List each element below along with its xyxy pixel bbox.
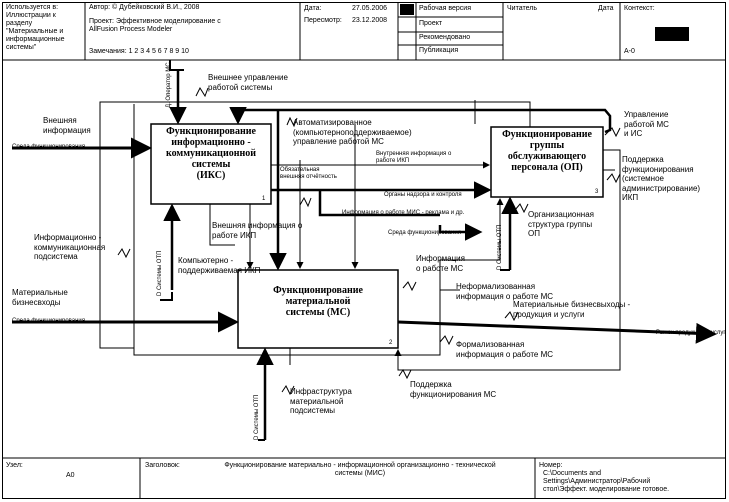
revision-label: Пересмотр: bbox=[304, 17, 342, 24]
date-label: Дата: bbox=[304, 5, 322, 12]
date-value: 27.05.2006 bbox=[352, 5, 388, 12]
used-in: Используется в: Иллюстрации к разделу "М… bbox=[6, 4, 65, 51]
label-info-comm: Информационно - коммуникационная подсист… bbox=[34, 233, 106, 261]
label-internal-info: Внутренняя информация о работе ИКП bbox=[376, 151, 452, 164]
node-ref: A-0 bbox=[624, 48, 635, 55]
label-env-1: Среда функционирования bbox=[12, 144, 86, 150]
label-infrastructure: Инфраструктура материальной подсистемы bbox=[290, 387, 352, 415]
label-env-3: Среда функционирования bbox=[12, 318, 86, 324]
label-otp-2: D Системы ОТП bbox=[254, 394, 260, 440]
status-recommended: Рекомендовано bbox=[419, 34, 471, 41]
label-operator: Д. Оператор МС bbox=[166, 62, 172, 108]
label-info-ms: Информация о работе МС bbox=[416, 254, 465, 273]
label-formal: Формализованная информация о работе МС bbox=[456, 340, 554, 359]
status-working: Рабочая версия bbox=[419, 5, 471, 12]
title-label: Заголовок: bbox=[145, 462, 180, 469]
box-iks-number: 1 bbox=[262, 196, 266, 202]
label-ext-info-ikp: Внешняя информация о работе ИКП bbox=[212, 221, 303, 240]
label-mgmt-ms: Управление работой МС и ИС bbox=[624, 110, 669, 138]
box-ms-title[interactable]: Функционирование материальной системы (М… bbox=[273, 285, 363, 318]
label-support-ikp: Поддержка функционирования (системное ад… bbox=[622, 155, 701, 202]
box-op-number: 3 bbox=[595, 189, 599, 195]
label-otp-1: D Системы ОТП bbox=[157, 250, 163, 296]
label-computer: Компьютерно - поддерживаемая ИКП bbox=[178, 256, 261, 275]
label-support-ms: Поддержка функционирования МС bbox=[410, 380, 497, 399]
label-env-2: Среда функционирования bbox=[388, 230, 462, 236]
box-ms-number: 2 bbox=[389, 340, 393, 346]
label-external-info: Внешняя информация bbox=[43, 116, 91, 135]
node-label: Узел: bbox=[6, 462, 23, 469]
number-label: Номер: bbox=[539, 462, 563, 469]
box-op-title[interactable]: Функционирование группы обслуживающего п… bbox=[502, 129, 592, 173]
number-value: C:\Documents and Settings\Администратор\… bbox=[543, 470, 670, 493]
label-material-out: Материальные бизнесвыходы - продукция и … bbox=[513, 300, 631, 319]
label-mandatory: Обязательная внешняя отчётность bbox=[280, 167, 337, 180]
label-otp-3: D Системы ОТП bbox=[497, 224, 503, 270]
label-informal: Неформализованная информация о работе МС bbox=[456, 282, 554, 301]
label-automated: Автоматизированное (компьютерноподдержив… bbox=[293, 118, 412, 146]
reader-date: Дата bbox=[598, 5, 614, 12]
context-label: Контекст: bbox=[624, 5, 655, 12]
status-publication: Публикация bbox=[419, 47, 459, 54]
label-org-structure: Организационная структура группы ОП bbox=[528, 210, 594, 238]
status-project: Проект bbox=[419, 20, 443, 27]
project: Проект: Эффективное моделирование с AllF… bbox=[89, 18, 221, 33]
author: Автор: © Дубейковский В.И., 2008 bbox=[89, 4, 200, 11]
box-iks-title[interactable]: Функционирование информационно - коммуни… bbox=[165, 126, 256, 181]
label-material-in: Материальные бизнесвходы bbox=[12, 288, 68, 307]
diagram-title: Функционирование материально - информаци… bbox=[224, 462, 496, 477]
label-ms-info-ads: Информация о работе МИС - реклама и др. bbox=[342, 210, 465, 216]
notes: Замечания: 1 2 3 4 5 6 7 8 9 10 bbox=[89, 48, 189, 55]
reader-label: Читатель bbox=[507, 5, 537, 12]
label-supervision: Органы надзора и контроля bbox=[384, 192, 462, 198]
label-market: Рынок продукции и услуг bbox=[656, 330, 726, 336]
revision-value: 23.12.2008 bbox=[352, 17, 388, 24]
label-external-control: Внешнее управление работой системы bbox=[208, 73, 288, 92]
node-value: A0 bbox=[66, 472, 75, 479]
